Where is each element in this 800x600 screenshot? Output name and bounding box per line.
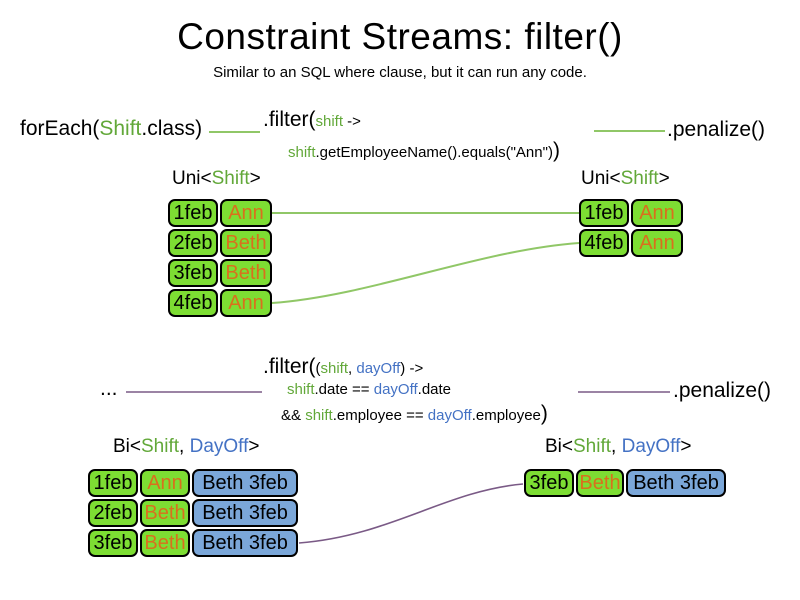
label-pre: Bi<: [113, 436, 141, 457]
dayoff-cell: Beth 3feb: [192, 529, 298, 557]
label-comma: ,: [179, 436, 190, 457]
code-penalize2: .penalize(): [673, 379, 772, 402]
uni-shift-table-right: 1feb Ann 4feb Ann: [579, 199, 683, 259]
code-foreach: forEach(Shift.class): [20, 117, 202, 141]
label-bi-shift-dayoff-right: Bi<Shift, DayOff>: [545, 436, 691, 458]
label-post: >: [658, 168, 670, 189]
bi-table-right: 3feb Beth Beth 3feb: [524, 469, 726, 499]
code-ellipsis: ...: [100, 377, 118, 400]
table-row: 1feb Ann: [579, 199, 683, 227]
cond1-var1: shift: [287, 381, 315, 398]
table-row: 1feb Ann: [168, 199, 272, 227]
code-filter2-param1: shift: [320, 360, 349, 377]
employee-cell: Beth: [220, 259, 272, 287]
cond1-mid: .date ==: [314, 381, 374, 398]
connector-row-4feb: [271, 242, 580, 304]
date-cell: 4feb: [579, 229, 629, 257]
label-pre: Uni<: [581, 168, 621, 189]
code-filter2-keyword: .filter(: [263, 355, 316, 378]
code-filter1-close: ): [552, 139, 560, 162]
code-filter2-param2: dayOff: [356, 360, 401, 377]
label-uni-shift-left: Uni<Shift>: [172, 168, 261, 190]
cond2-pre: &&: [281, 407, 306, 424]
label-post: >: [248, 436, 260, 457]
employee-cell: Ann: [140, 469, 190, 497]
label-class: Shift: [211, 168, 250, 189]
cond2-post: .employee: [471, 407, 541, 424]
date-cell: 1feb: [168, 199, 218, 227]
code-foreach-pre: forEach(: [20, 117, 100, 140]
label-pre: Uni<: [172, 168, 212, 189]
label-class: Shift: [141, 436, 180, 457]
date-cell: 1feb: [88, 469, 138, 497]
table-row: 3feb Beth Beth 3feb: [88, 529, 298, 557]
code-filter1-arrow: ->: [343, 113, 361, 130]
employee-cell: Ann: [220, 199, 272, 227]
employee-cell: Ann: [220, 289, 272, 317]
code-filter1-body-var: shift: [288, 144, 316, 161]
table-row: 3feb Beth Beth 3feb: [524, 469, 726, 497]
date-cell: 3feb: [168, 259, 218, 287]
date-cell: 2feb: [88, 499, 138, 527]
date-cell: 3feb: [88, 529, 138, 557]
label-post: >: [249, 168, 261, 189]
page-subtitle: Similar to an SQL where clause, but it c…: [213, 64, 587, 81]
cond1-post: .date: [417, 381, 452, 398]
cond1-var2: dayOff: [373, 381, 418, 398]
cond2-var2: dayOff: [427, 407, 472, 424]
employee-cell: Beth: [576, 469, 624, 497]
code-foreach-post: .class): [141, 117, 203, 140]
label-class: Shift: [620, 168, 659, 189]
employee-cell: Beth: [220, 229, 272, 257]
code-filter1-body-rest: .getEmployeeName().equals("Ann"): [315, 144, 553, 161]
dayoff-cell: Beth 3feb: [192, 499, 298, 527]
table-row: 3feb Beth: [168, 259, 272, 287]
date-cell: 1feb: [579, 199, 629, 227]
dayoff-cell: Beth 3feb: [626, 469, 726, 497]
code-foreach-class: Shift: [99, 117, 142, 140]
code-filter1-param: shift: [315, 113, 344, 130]
code-filter2-args-open: (: [315, 360, 321, 377]
table-row: 2feb Beth Beth 3feb: [88, 499, 298, 527]
code-filter2-args-close: ) ->: [400, 360, 424, 377]
table-row: 4feb Ann: [168, 289, 272, 317]
code-filter1-keyword: .filter(: [263, 108, 316, 131]
code-penalize1: .penalize(): [667, 118, 766, 141]
code-filter2-cond2: && shift.employee == dayOff.employee): [281, 402, 548, 426]
code-filter2-head: .filter((shift, dayOff) ->: [263, 355, 423, 379]
label-comma: ,: [611, 436, 622, 457]
label-bi-shift-dayoff-left: Bi<Shift, DayOff>: [113, 436, 259, 458]
label-class: Shift: [573, 436, 612, 457]
employee-cell: Ann: [631, 229, 683, 257]
code-filter2-comma: ,: [348, 360, 357, 377]
table-row: 2feb Beth: [168, 229, 272, 257]
employee-cell: Ann: [631, 199, 683, 227]
date-cell: 2feb: [168, 229, 218, 257]
label-dayoff: DayOff: [189, 436, 249, 457]
uni-shift-table-left: 1feb Ann 2feb Beth 3feb Beth 4feb Ann: [168, 199, 272, 319]
bi-table-left: 1feb Ann Beth 3feb 2feb Beth Beth 3feb 3…: [88, 469, 298, 559]
table-row: 4feb Ann: [579, 229, 683, 257]
page-title: Constraint Streams: filter(): [177, 16, 623, 57]
cond2-mid: .employee ==: [332, 407, 428, 424]
employee-cell: Beth: [140, 499, 190, 527]
cond2-close: ): [540, 402, 548, 425]
date-cell: 3feb: [524, 469, 574, 497]
dayoff-cell: Beth 3feb: [192, 469, 298, 497]
code-filter2-cond1: shift.date == dayOff.date: [287, 381, 451, 398]
code-filter1-body: shift.getEmployeeName().equals("Ann")): [288, 139, 560, 163]
code-filter1-head: .filter(shift ->: [263, 108, 361, 132]
employee-cell: Beth: [140, 529, 190, 557]
cond2-var1: shift: [305, 407, 333, 424]
label-uni-shift-right: Uni<Shift>: [581, 168, 670, 190]
label-pre: Bi<: [545, 436, 573, 457]
connector-row-3feb-pair: [298, 483, 524, 544]
label-dayoff: DayOff: [621, 436, 681, 457]
label-post: >: [680, 436, 692, 457]
date-cell: 4feb: [168, 289, 218, 317]
table-row: 1feb Ann Beth 3feb: [88, 469, 298, 497]
